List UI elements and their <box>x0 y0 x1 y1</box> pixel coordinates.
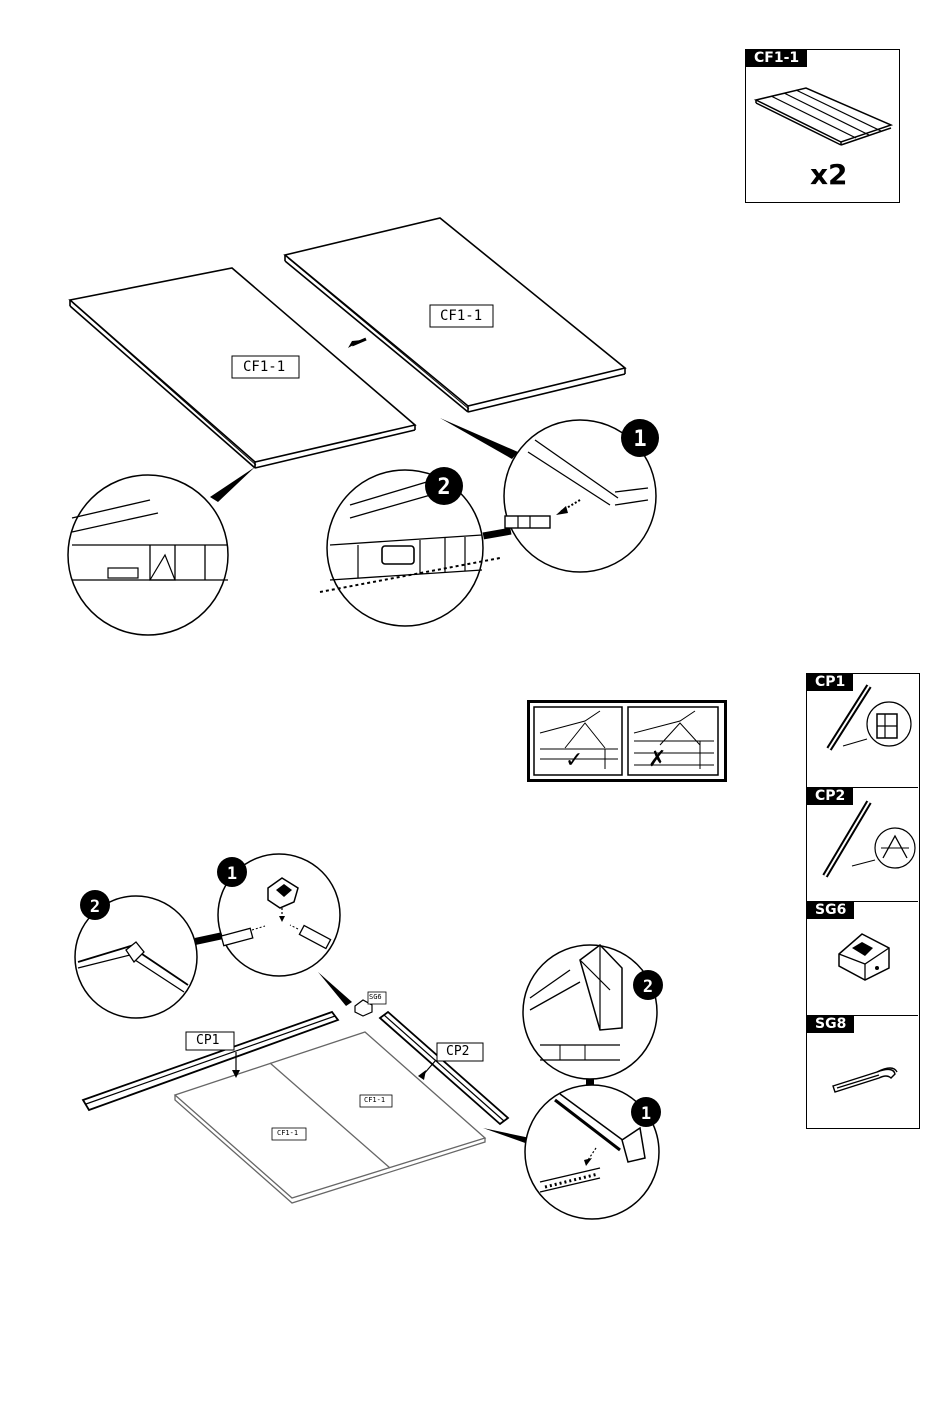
step-number: 2 <box>90 897 100 917</box>
sg6-label: SG6 <box>369 993 382 1001</box>
part-cp2: CP2 <box>807 788 918 902</box>
panel-left-label: CF1-1 <box>243 359 285 375</box>
detail-circle-step2: 2 <box>320 467 500 626</box>
step-number: 1 <box>641 1104 651 1124</box>
detail-circle-step1-left: 1 <box>217 854 340 976</box>
panel-right-label: CF1-1 <box>440 308 482 324</box>
panel-part-illustration <box>751 80 896 155</box>
part-cp1: CP1 <box>807 674 918 788</box>
parts-column: CP1 CP2 SG6 <box>806 673 920 1129</box>
top-assembly-diagram: 2 1 <box>0 200 740 640</box>
part-sg6: SG6 <box>807 902 918 1016</box>
detail-circle-step2-right: 2 <box>523 945 663 1079</box>
cp1-label: CP1 <box>196 1033 219 1048</box>
part-code: CF1-1 <box>746 50 807 67</box>
step-number: 2 <box>643 977 653 997</box>
rail-profile-icon <box>807 674 918 787</box>
panel-b-label: CF1-1 <box>364 1096 385 1104</box>
clip-icon <box>807 1016 918 1128</box>
detail-circle-step1: 1 <box>504 419 659 572</box>
step-number: 1 <box>227 864 237 884</box>
step-number: 1 <box>633 427 646 452</box>
check-panel: ✓ ✗ <box>527 700 727 782</box>
rail-profile-icon <box>807 788 918 901</box>
step-number: 2 <box>437 475 450 500</box>
cp2-label: CP2 <box>446 1044 469 1059</box>
part-box-cf1-1: CF1-1 x2 <box>745 49 900 203</box>
panel-a-label: CF1-1 <box>277 1129 298 1137</box>
detail-circle-step1-right: 1 <box>525 1085 661 1219</box>
detail-circle-step2-left: 2 <box>75 890 197 1018</box>
detail-circle-left <box>68 475 228 635</box>
part-sg8: SG8 <box>807 1016 918 1128</box>
incorrect-cross-icon: ✗ <box>648 747 666 772</box>
quantity-label: x2 <box>810 158 848 191</box>
correct-check-icon: ✓ <box>565 748 583 773</box>
bottom-assembly-diagram: 2 1 2 <box>0 850 800 1230</box>
check-panel-art <box>530 703 724 779</box>
corner-connector-icon <box>807 902 918 1015</box>
